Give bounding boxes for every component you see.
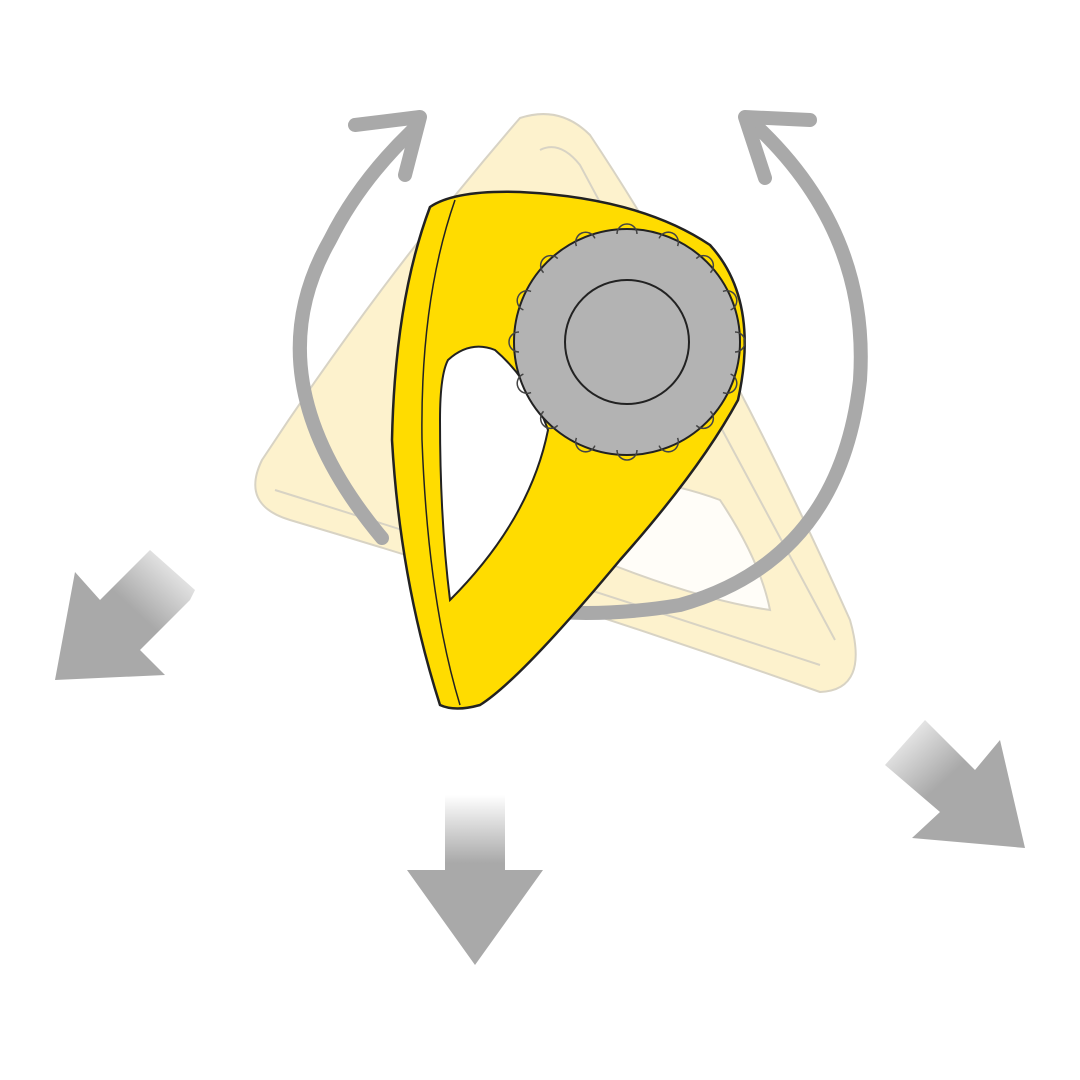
dial-notch	[575, 231, 596, 247]
dial-knob	[508, 223, 746, 461]
dial-notch	[516, 290, 532, 311]
dial-notch	[658, 437, 679, 453]
dial-notch	[575, 437, 596, 453]
dial-notch	[539, 410, 559, 430]
arrow-down-icon	[407, 795, 543, 965]
dial-notch	[695, 410, 715, 430]
rotate-left-arrow-icon	[292, 110, 427, 545]
dial-notch	[695, 254, 715, 274]
dial-notch	[539, 254, 559, 274]
dial-notch	[616, 223, 638, 235]
dial-notch	[516, 373, 532, 394]
dial-notch	[658, 231, 679, 247]
arrow-down-right-icon	[885, 720, 1025, 848]
dial-notch	[722, 290, 738, 311]
arrow-down-left-icon	[55, 550, 195, 680]
dial-notch	[722, 373, 738, 394]
dial-notch	[508, 331, 520, 353]
dial-notch	[616, 449, 638, 461]
dial-notch	[734, 331, 746, 353]
